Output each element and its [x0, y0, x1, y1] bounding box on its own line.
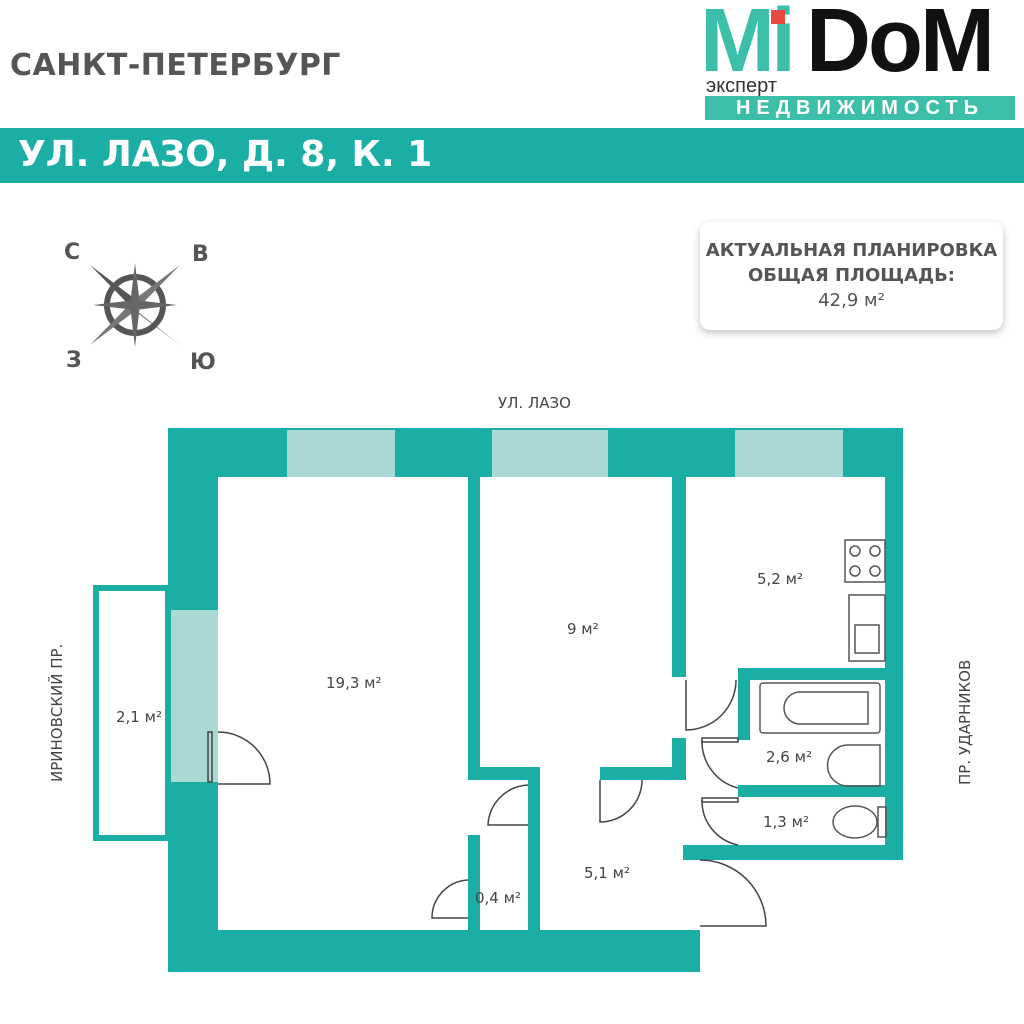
logo-expert: эксперт [706, 75, 777, 97]
street-label-right: ПР. УДАРНИКОВ [956, 659, 974, 785]
fixtures [759, 539, 887, 839]
stove-icon [844, 539, 886, 583]
doors [207, 679, 767, 927]
toilet-icon [832, 805, 878, 839]
info-box: АКТУАЛЬНАЯ ПЛАНИРОВКА ОБЩАЯ ПЛОЩАДЬ: 42,… [700, 222, 1003, 330]
windows [170, 430, 843, 782]
address-title: УЛ. ЛАЗО, Д. 8, К. 1 [18, 134, 433, 175]
room-area-closet: 0,4 м² [475, 889, 521, 907]
room-area-kitchen: 5,2 м² [757, 570, 803, 588]
room-area-toilet: 1,3 м² [763, 813, 809, 831]
logo-dot [771, 10, 785, 24]
room-area-bathroom: 2,6 м² [766, 748, 812, 766]
info-area-label: ОБЩАЯ ПЛОЩАДЬ: [748, 265, 955, 286]
compass-north: С [64, 240, 81, 265]
compass-east: В [192, 242, 209, 267]
info-title: АКТУАЛЬНАЯ ПЛАНИРОВКА [705, 240, 998, 261]
compass-rose-icon [90, 263, 180, 347]
sink-icon [848, 594, 886, 662]
room-area-living: 19,3 м² [326, 674, 382, 692]
address-bar [0, 128, 1024, 183]
compass-west: З [66, 348, 82, 373]
logo-dom: DoM [806, 0, 995, 91]
room-area-bedroom: 9 м² [567, 620, 599, 638]
street-label-left: ИРИНОВСКИЙ ПР. [48, 643, 66, 782]
logo-tagline: НЕДВИЖИМОСТЬ [705, 96, 1015, 120]
room-area-hall: 5,1 м² [584, 864, 630, 882]
street-label-top: УЛ. ЛАЗО [498, 394, 571, 412]
walls [168, 428, 903, 972]
compass-south: Ю [190, 350, 216, 375]
washbasin-icon [826, 744, 881, 787]
info-area-value: 42,9 м² [818, 290, 885, 311]
bathtub-icon [759, 682, 881, 734]
city-title: САНКТ-ПЕТЕРБУРГ [10, 48, 341, 83]
room-area-balcony: 2,1 м² [116, 708, 162, 726]
balcony-outline [93, 585, 171, 841]
